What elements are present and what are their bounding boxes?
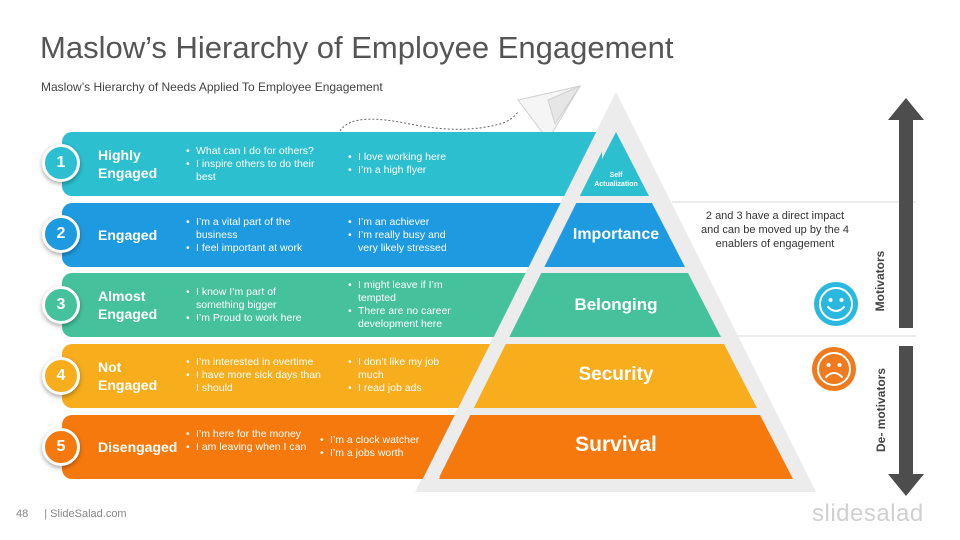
bullet-item: I am leaving when I can <box>186 441 311 454</box>
bullet-item: I’m really busy and very likely stressed <box>348 229 466 255</box>
footer: 48 | SlideSalad.com <box>16 508 127 520</box>
tier-label-security: Security <box>578 364 654 385</box>
bullet-item: I inspire others to do their best <box>186 158 326 184</box>
bullet-item: I feel important at work <box>186 242 316 255</box>
bullet-item: I’m a high flyer <box>348 164 468 177</box>
tier-label-self-actualization: Self Actualization <box>576 171 656 189</box>
level-badge-5: 5 <box>42 428 80 466</box>
level-1-bullets-b: I love working here I’m a high flyer <box>348 151 468 177</box>
bullet-item: I’m a jobs worth <box>320 447 440 460</box>
level-5-bullets-b: I’m a clock watcher I’m a jobs worth <box>320 434 440 460</box>
bullet-item: I’m interested in overtime <box>186 356 326 369</box>
level-label-3: Almost Engaged <box>98 287 178 323</box>
bullet-item: I read job ads <box>348 382 458 395</box>
motivators-arrow-icon <box>888 98 924 328</box>
level-5-bullets-a: I’m here for the money I am leaving when… <box>186 428 311 454</box>
tier-label-importance: Importance <box>572 226 660 243</box>
tier-security <box>475 344 757 408</box>
level-2-bullets-a: I’m a vital part of the business I feel … <box>186 216 316 255</box>
level-badge-1: 1 <box>42 144 80 182</box>
level-label-line: Disengaged <box>98 439 178 455</box>
level-label-5: Disengaged <box>98 438 198 456</box>
brand-logo: slidesalad <box>812 500 924 527</box>
level-badge-2: 2 <box>42 215 80 253</box>
bullet-item: I might leave if I’m tempted <box>348 279 460 305</box>
demotivators-label: De- motivators <box>874 367 888 453</box>
level-label-line: Not <box>98 359 122 375</box>
engagement-note: 2 and 3 have a direct impact and can be … <box>701 210 849 250</box>
bullet-item: What can I do for others? <box>186 145 326 158</box>
level-2-bullets-b: I’m an achiever I’m really busy and very… <box>348 216 466 255</box>
tier-survival <box>439 415 793 479</box>
level-label-4: Not Engaged <box>98 358 178 394</box>
demotivators-arrow-icon <box>888 346 924 496</box>
level-3-bullets-b: I might leave if I’m tempted There are n… <box>348 279 460 331</box>
level-label-1: Highly Engaged <box>98 146 178 182</box>
level-label-line: Highly <box>98 147 141 163</box>
happy-face-icon <box>814 282 858 326</box>
flight-path <box>339 111 519 132</box>
level-4-bullets-a: I’m interested in overtime I have more s… <box>186 356 326 395</box>
footer-site: | SlideSalad.com <box>44 508 127 520</box>
band-level-1 <box>62 132 602 196</box>
page-subtitle: Maslow’s Hierarchy of Needs Applied To E… <box>41 80 383 94</box>
level-label-line: Engaged <box>98 165 158 181</box>
pyramid-frame-edge <box>416 92 816 491</box>
band-level-2 <box>62 203 602 267</box>
bullet-item: I’m here for the money <box>186 428 311 441</box>
bullet-item: I know I’m part of something bigger <box>186 286 306 312</box>
page-number: 48 <box>16 508 29 520</box>
tier-label-belonging: Belonging <box>574 295 658 314</box>
bullet-item: I have more sick days than I should <box>186 369 326 395</box>
bullet-item: I love working here <box>348 151 468 164</box>
tier-importance <box>547 203 685 267</box>
paper-plane-icon <box>517 84 582 141</box>
level-label-2: Engaged <box>98 226 178 244</box>
bullet-item: I’m a clock watcher <box>320 434 440 447</box>
level-label-line: Engaged <box>98 306 158 322</box>
level-label-line: Almost <box>98 288 146 304</box>
bullet-item: I don’t like my job much <box>348 356 458 382</box>
bullet-item: There are no career development here <box>348 305 460 331</box>
level-3-bullets-a: I know I’m part of something bigger I’m … <box>186 286 306 325</box>
bullet-item: I’m Proud to work here <box>186 312 306 325</box>
tier-belonging <box>511 273 721 337</box>
level-label-line: Engaged <box>98 227 158 243</box>
level-4-bullets-b: I don’t like my job much I read job ads <box>348 356 458 395</box>
motivators-label: Motivators <box>873 250 887 312</box>
level-badge-4: 4 <box>42 357 80 395</box>
level-label-line: Engaged <box>98 377 158 393</box>
level-badge-3: 3 <box>42 286 80 324</box>
tier-label-line: Actualization <box>594 181 638 188</box>
page-title: Maslow’s Hierarchy of Employee Engagemen… <box>40 30 674 65</box>
bullet-item: I’m a vital part of the business <box>186 216 316 242</box>
tier-self-actualization <box>583 132 649 196</box>
bullet-item: I’m an achiever <box>348 216 466 229</box>
sad-face-icon <box>812 347 856 391</box>
level-1-bullets-a: What can I do for others? I inspire othe… <box>186 145 326 184</box>
tier-label-line: Self <box>609 172 623 179</box>
tier-label-survival: Survival <box>575 433 657 456</box>
